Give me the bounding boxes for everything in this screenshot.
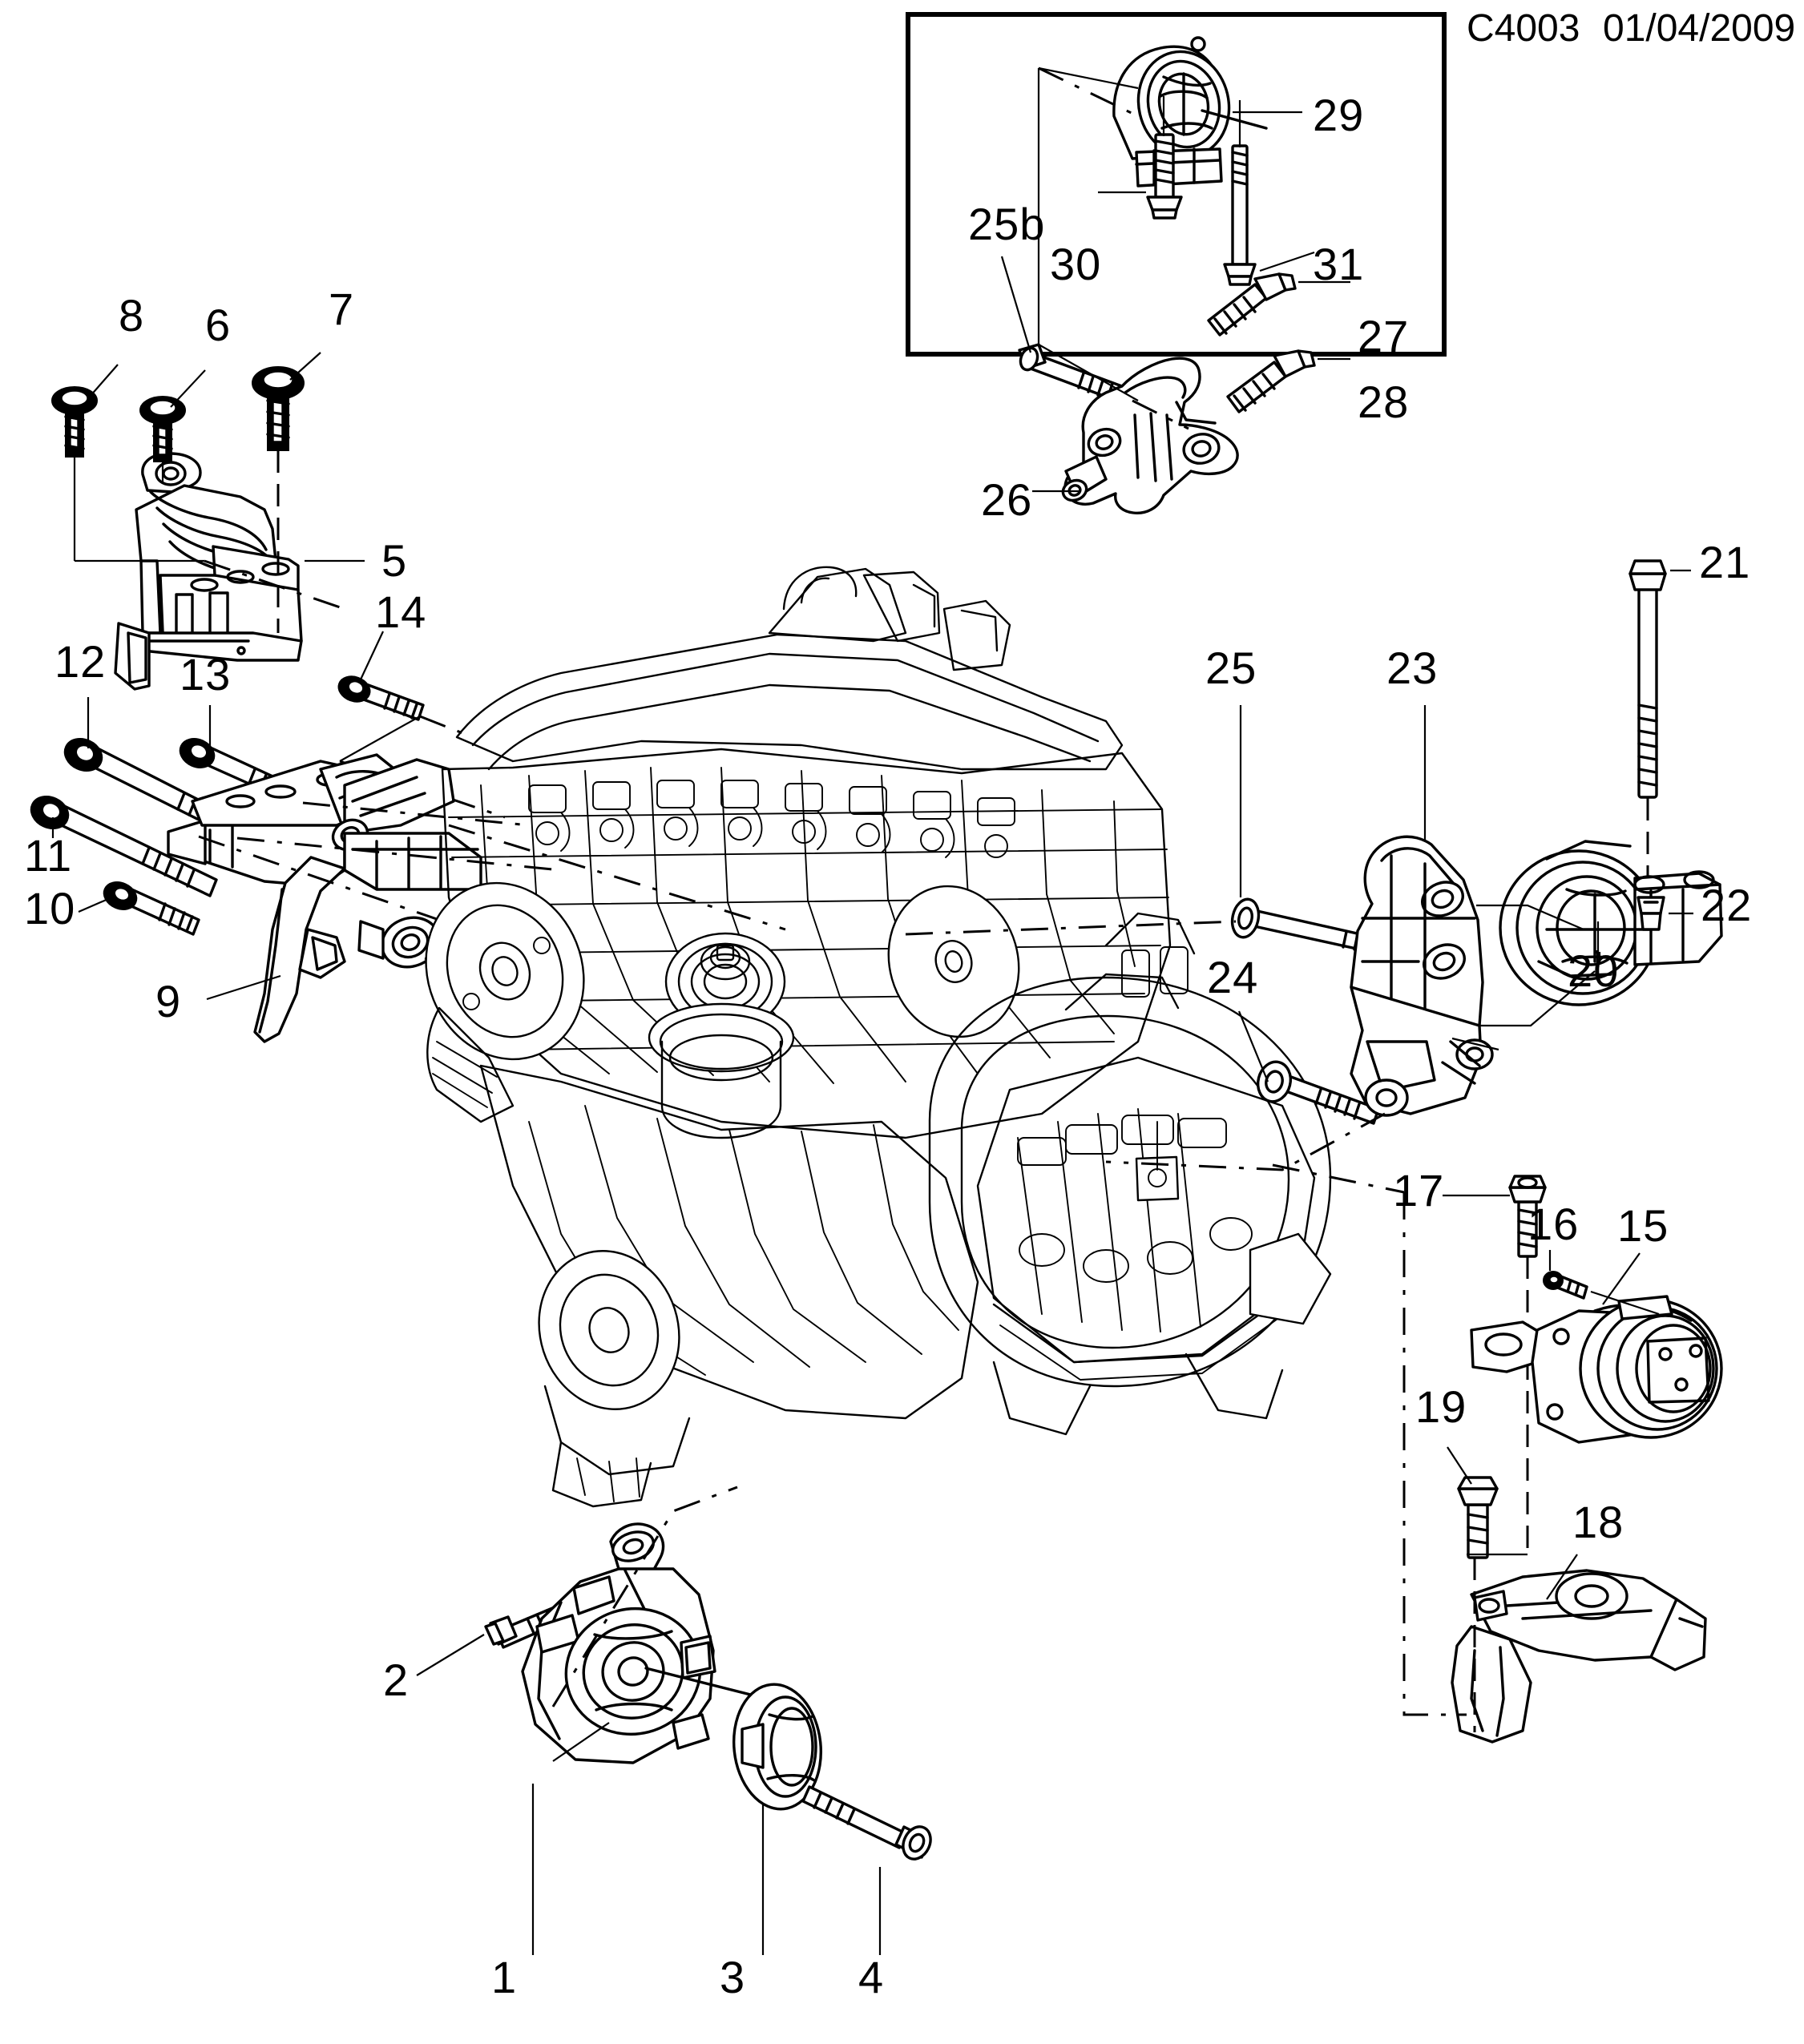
leader-9 bbox=[206, 974, 281, 1001]
inset-bracket-26 bbox=[1061, 357, 1239, 514]
callout-16: 16 bbox=[1528, 1199, 1580, 1249]
leader-14 bbox=[360, 631, 384, 680]
inset-bolt-28 bbox=[1226, 349, 1316, 413]
leader-15b bbox=[1590, 1290, 1660, 1316]
callout-31: 31 bbox=[1313, 239, 1365, 289]
part-18-bracket bbox=[1451, 1569, 1707, 1744]
axis-14b bbox=[339, 716, 421, 762]
inset-dash-4 bbox=[1132, 399, 1189, 430]
callout-13: 13 bbox=[180, 649, 232, 699]
callout-6: 6 bbox=[205, 300, 232, 350]
leader-15 bbox=[1602, 1252, 1641, 1305]
axis-10 bbox=[448, 824, 786, 931]
callout-1: 1 bbox=[491, 1952, 518, 2002]
callout-5: 5 bbox=[381, 535, 408, 586]
callout-9: 9 bbox=[155, 976, 182, 1026]
callout-8: 8 bbox=[119, 290, 145, 341]
leader-19 bbox=[1447, 1446, 1472, 1485]
bolt-10 bbox=[103, 881, 200, 936]
callout-27: 27 bbox=[1358, 311, 1410, 361]
callout-18: 18 bbox=[1572, 1497, 1624, 1547]
leader-25-inset bbox=[1000, 256, 1032, 353]
callout-7: 7 bbox=[329, 284, 355, 334]
callout-3: 3 bbox=[720, 1952, 746, 2002]
inset-bolt-25 bbox=[1018, 343, 1124, 402]
leader-10 bbox=[78, 894, 116, 913]
leader-6 bbox=[170, 369, 206, 408]
callout-28: 28 bbox=[1358, 377, 1410, 427]
bolt-19 bbox=[1457, 1476, 1499, 1559]
axis-14 bbox=[339, 715, 506, 819]
part-5-engine-mount-left bbox=[114, 452, 303, 691]
leader-8 bbox=[89, 364, 119, 397]
inset-bolt-27 bbox=[1207, 272, 1297, 337]
callout-10: 10 bbox=[24, 883, 76, 933]
axis-25-engine bbox=[905, 920, 1237, 936]
drawing-date: 01/04/2009 bbox=[1603, 7, 1796, 50]
callout-14: 14 bbox=[375, 587, 427, 637]
inset-dash-3 bbox=[1038, 67, 1139, 90]
callout-25: 25 bbox=[1205, 643, 1257, 693]
inset-mount-29 bbox=[1112, 36, 1268, 187]
callout-25-inset: 25b bbox=[968, 199, 1046, 249]
callout-2: 2 bbox=[383, 1655, 410, 1705]
axis-17-conn bbox=[1272, 1163, 1405, 1194]
leader-7 bbox=[289, 352, 321, 381]
screw-8 bbox=[51, 386, 98, 561]
engine-assembly bbox=[425, 566, 1332, 1508]
bolt-7 bbox=[252, 366, 305, 451]
leader-18 bbox=[1546, 1554, 1578, 1600]
leader-31 bbox=[1259, 251, 1315, 272]
callout-17: 17 bbox=[1393, 1165, 1445, 1216]
callout-12: 12 bbox=[54, 636, 107, 687]
part-3-pulley bbox=[732, 1683, 823, 1811]
axis-1-engine bbox=[551, 1486, 738, 1707]
axis-23-pin bbox=[1451, 1037, 1499, 1051]
callout-4: 4 bbox=[858, 1952, 885, 2002]
inset-bolt-30 bbox=[1146, 96, 1183, 220]
callout-15: 15 bbox=[1617, 1200, 1669, 1251]
inset-bolt-31 bbox=[1223, 100, 1257, 286]
part-15-mount bbox=[1470, 1295, 1723, 1444]
nut-22 bbox=[1637, 896, 1665, 931]
inset-dash-1 bbox=[1038, 67, 1139, 118]
axis-8-d bbox=[204, 559, 345, 611]
part-23-bracket bbox=[1350, 835, 1494, 1117]
bolt-14 bbox=[337, 675, 425, 721]
callout-23: 23 bbox=[1386, 643, 1439, 693]
callout-11: 11 bbox=[24, 830, 73, 881]
part-20-mount bbox=[1499, 840, 1723, 1006]
part-1-bracket bbox=[521, 1522, 787, 1764]
axis-23-to-20 bbox=[1476, 904, 1584, 931]
callout-22: 22 bbox=[1701, 880, 1753, 930]
callout-29: 29 bbox=[1313, 90, 1365, 140]
axis-17-long bbox=[1402, 1192, 1467, 1716]
axis-23-to-20b bbox=[1479, 970, 1596, 1027]
axis-23-to-engine bbox=[1105, 1112, 1386, 1171]
callout-21: 21 bbox=[1699, 537, 1751, 587]
bolt-21 bbox=[1628, 559, 1667, 799]
callout-26: 26 bbox=[981, 474, 1033, 525]
axis-13 bbox=[302, 801, 530, 827]
callout-24: 24 bbox=[1207, 952, 1259, 1002]
callout-30: 30 bbox=[1050, 239, 1102, 289]
leader-2 bbox=[416, 1634, 485, 1676]
leader-1-stub bbox=[552, 1722, 610, 1762]
bolt-4 bbox=[801, 1785, 932, 1861]
screw-6 bbox=[139, 396, 186, 484]
inset-dash-2 bbox=[1037, 68, 1139, 401]
leader-24 bbox=[1237, 1010, 1269, 1082]
bolt-11 bbox=[30, 796, 218, 897]
callout-20: 20 bbox=[1568, 945, 1620, 996]
axis-12 bbox=[236, 837, 562, 872]
bolt-16 bbox=[1543, 1271, 1588, 1300]
drawing-code: C4003 bbox=[1467, 7, 1580, 50]
inset-border bbox=[906, 12, 1447, 357]
callout-19: 19 bbox=[1415, 1381, 1467, 1432]
